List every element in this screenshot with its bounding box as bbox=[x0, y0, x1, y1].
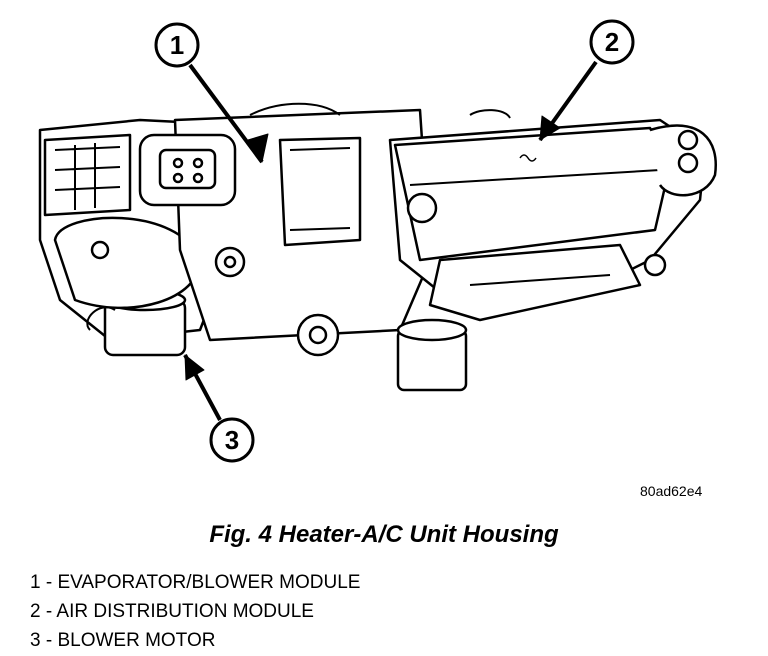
callout-1-circle bbox=[154, 22, 200, 68]
figure-caption: Fig. 4 Heater-A/C Unit Housing bbox=[209, 521, 559, 548]
leader-arrows bbox=[183, 60, 598, 421]
legend-item-evaporator: 1 - EVAPORATOR/BLOWER MODULE bbox=[30, 572, 361, 593]
callout-1-label: 1 bbox=[170, 30, 184, 60]
parts-legend: 1 - EVAPORATOR/BLOWER MODULE 2 - AIR DIS… bbox=[30, 568, 360, 655]
callout-2-circle bbox=[589, 19, 635, 65]
air-distribution-module bbox=[388, 109, 717, 392]
callout-3-label: 3 bbox=[225, 425, 239, 455]
callout-2-label: 2 bbox=[605, 27, 619, 57]
legend-item-air-distribution: 2 - AIR DISTRIBUTION MODULE bbox=[30, 601, 314, 622]
legend-item-blower-motor: 3 - BLOWER MOTOR bbox=[30, 630, 216, 651]
heater-ac-unit-illustration: 1 2 3 bbox=[38, 19, 717, 463]
callout-3-circle bbox=[209, 417, 255, 463]
figure-code: 80ad62e4 bbox=[640, 483, 703, 499]
